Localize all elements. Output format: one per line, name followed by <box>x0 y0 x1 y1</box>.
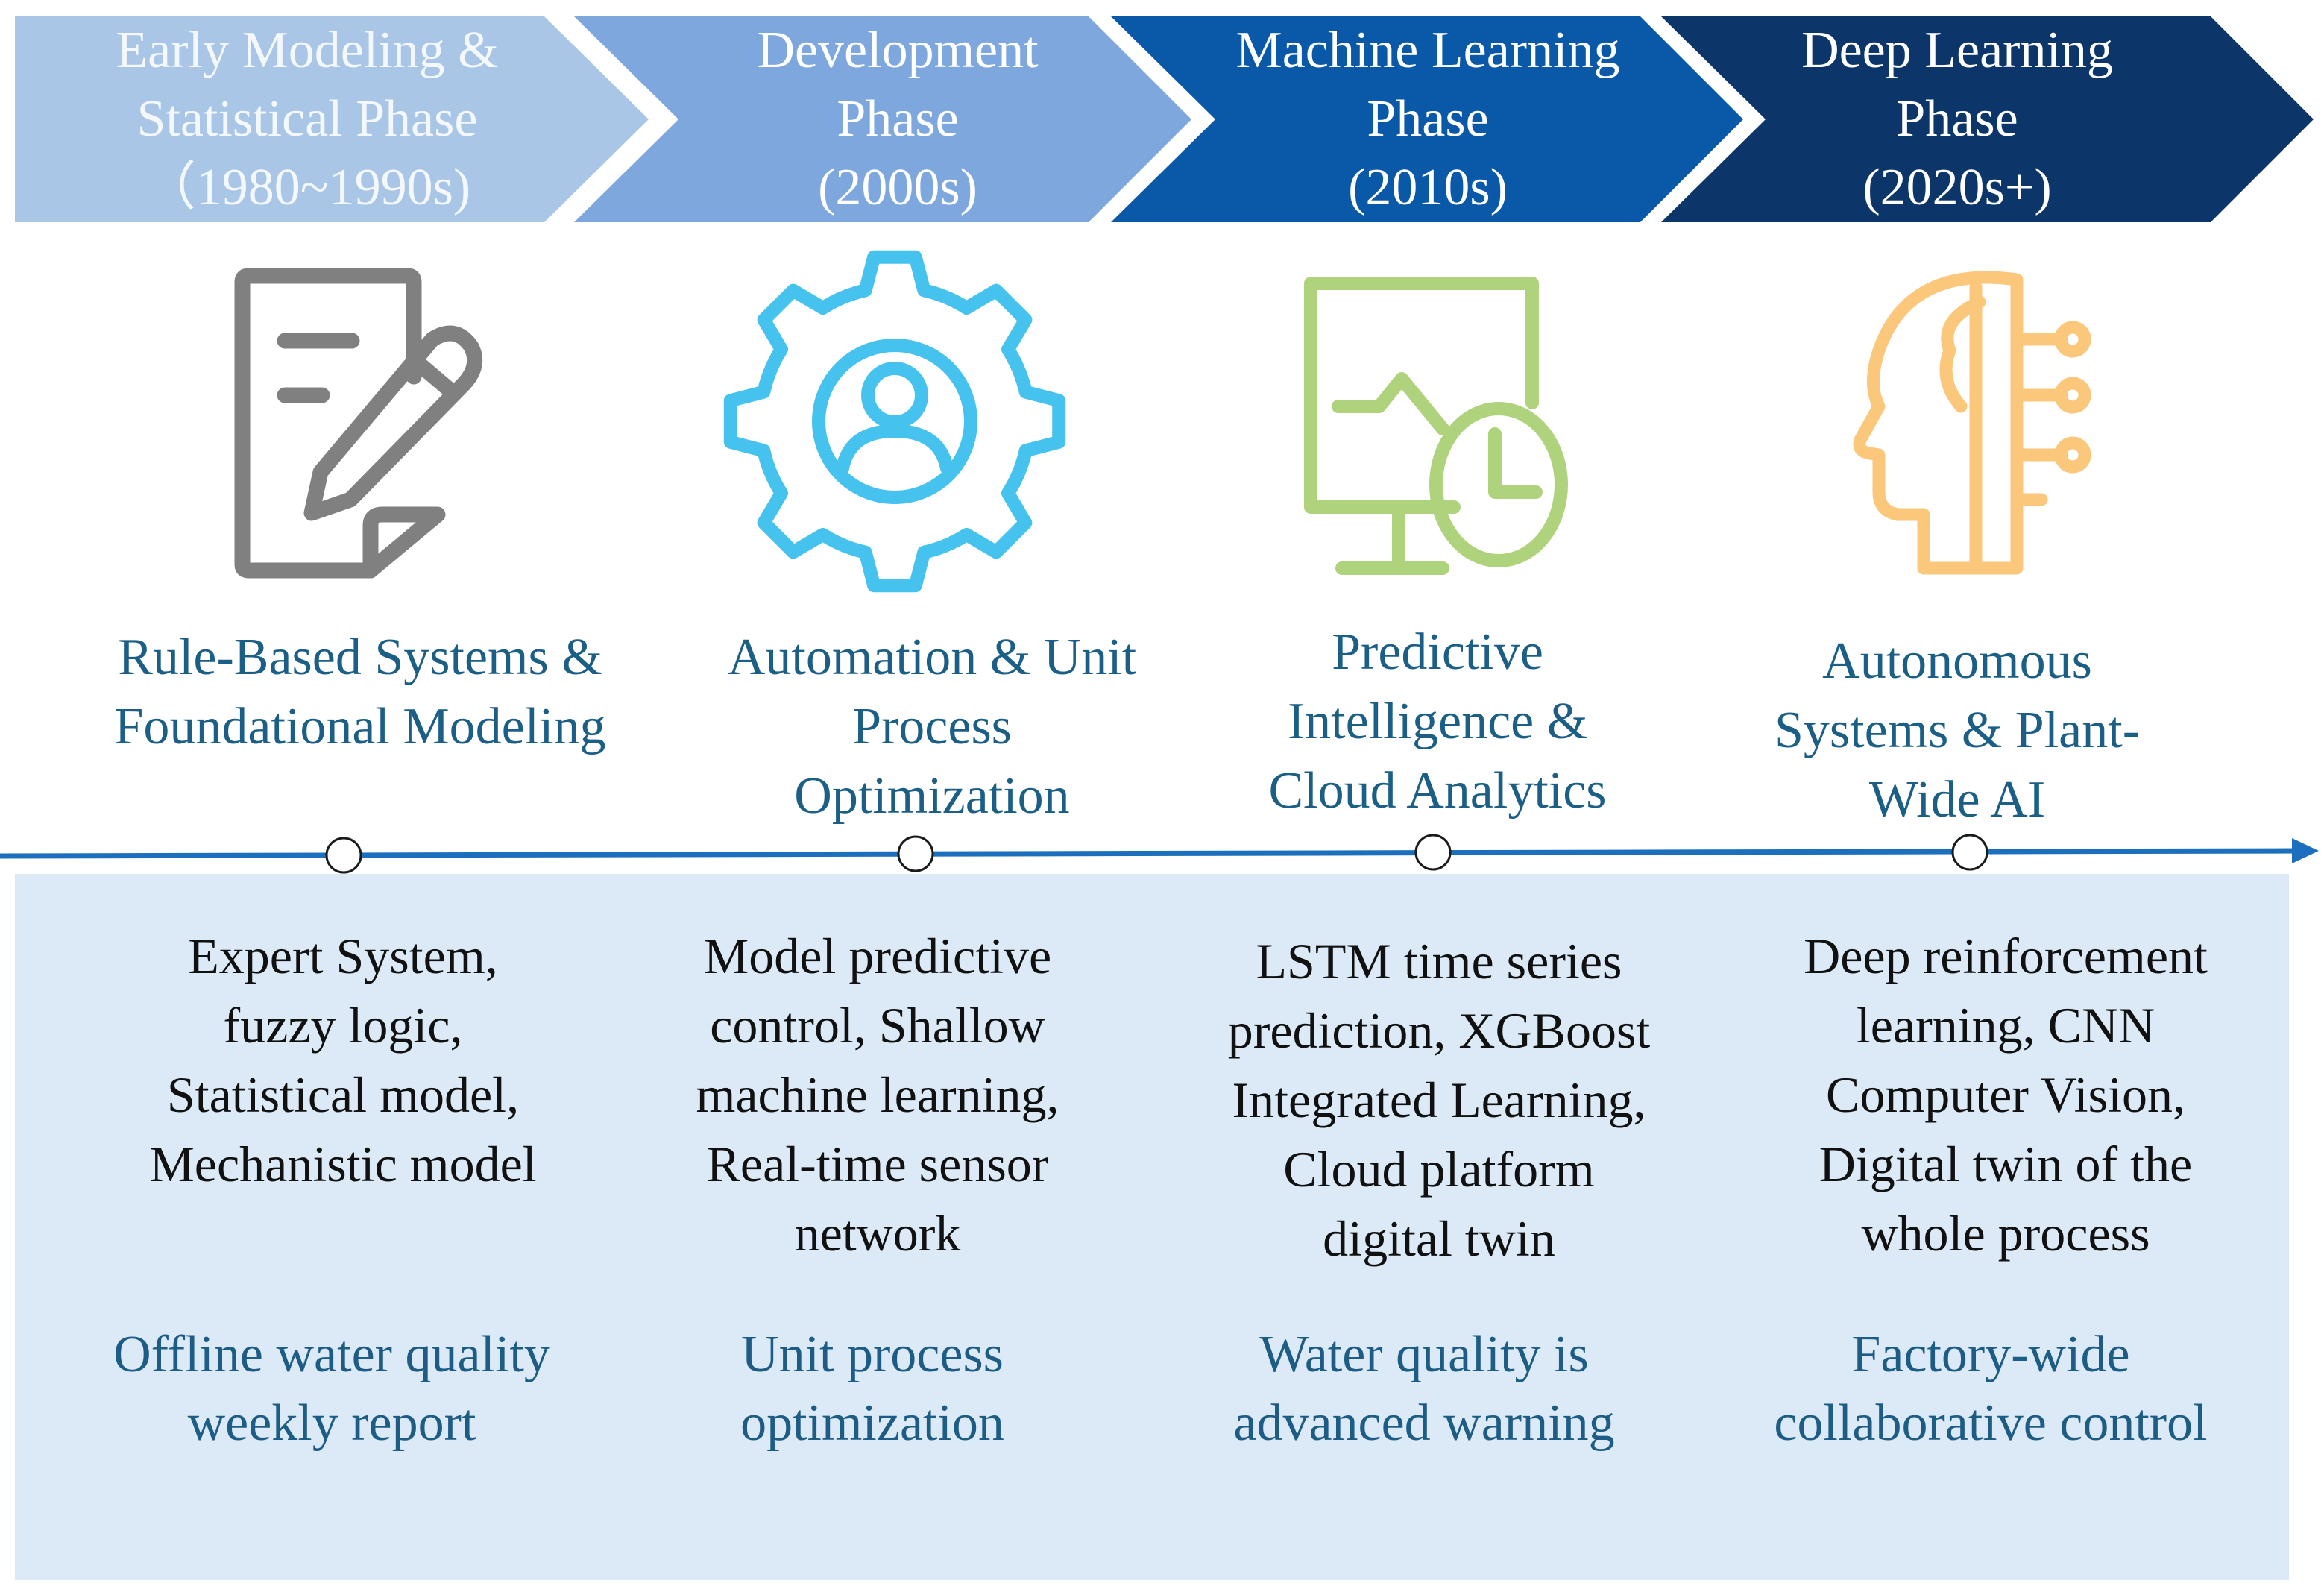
phase-heading-1: Rule-Based Systems & Foundational Modeli… <box>114 629 606 755</box>
phase-banner-4 <box>1661 16 2314 222</box>
phase-title-4: Deep Learning Phase (2020s+) <box>1801 22 2113 216</box>
phase-banner-1 <box>15 16 649 222</box>
timeline-axis <box>0 848 2297 859</box>
phase-title-2: Development Phase (2000s) <box>757 22 1039 216</box>
milestone-3 <box>1414 834 1452 871</box>
content-panel <box>15 874 2289 1580</box>
phase-techniques-1: Expert System, fuzzy logic, Statistical … <box>149 928 537 1192</box>
phase-techniques-3: LSTM time series prediction, XGBoost Int… <box>1227 933 1651 1267</box>
phase-application-3: Water quality is advanced warning <box>1233 1326 1615 1452</box>
phase-heading-3: Predictive Intelligence & Cloud Analytic… <box>1268 623 1607 819</box>
phase-techniques-2: Model predictive control, Shallow machin… <box>696 928 1059 1262</box>
phase-application-2: Unit process optimization <box>740 1326 1004 1452</box>
phase-title-3: Machine Learning Phase (2010s) <box>1235 22 1620 216</box>
phase-application-4: Factory-wide collaborative control <box>1774 1326 2208 1452</box>
milestone-1 <box>325 837 362 874</box>
milestone-4 <box>1951 834 1988 871</box>
phase-application-1: Offline water quality weekly report <box>113 1326 550 1452</box>
document-pencil-icon <box>234 268 483 579</box>
phase-title-1: Early Modeling & Statistical Phase （1980… <box>116 22 499 216</box>
monitor-clock-icon <box>1304 277 1568 575</box>
phase-heading-2: Automation & Unit Process Optimization <box>727 629 1137 825</box>
phase-banner-2 <box>574 16 1191 222</box>
phase-banner-3 <box>1111 16 1743 222</box>
timeline-arrowhead <box>2292 838 2319 863</box>
milestone-2 <box>897 835 934 872</box>
phase-heading-4: Autonomous Systems & Plant- Wide AI <box>1774 632 2141 828</box>
phase-techniques-4: Deep reinforcement learning, CNN Compute… <box>1804 928 2208 1262</box>
ai-head-icon <box>1853 271 2091 575</box>
gear-user-icon <box>723 250 1066 593</box>
